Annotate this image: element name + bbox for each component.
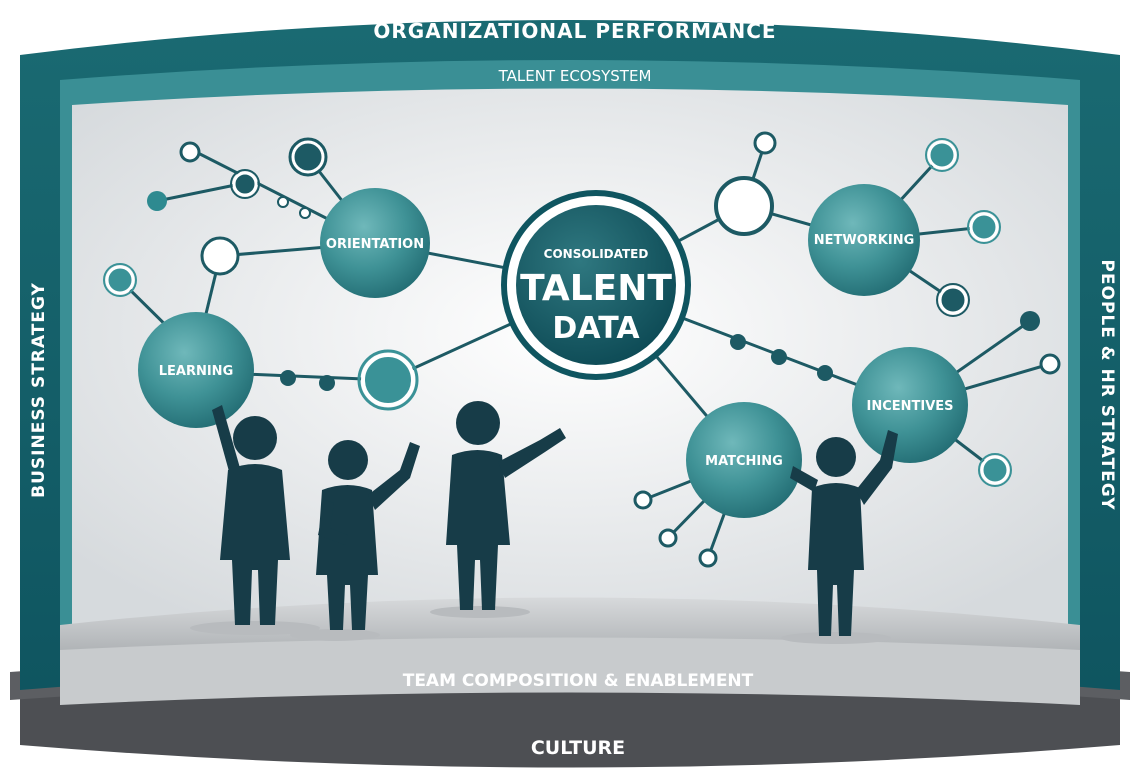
person-figure-2 xyxy=(316,440,420,630)
satellite-node xyxy=(319,375,335,391)
satellite-node xyxy=(291,140,325,174)
satellite-node xyxy=(967,210,1001,244)
satellite-node xyxy=(980,455,1010,485)
satellite-node xyxy=(147,191,167,211)
satellite-node xyxy=(288,137,328,177)
satellite-node xyxy=(978,453,1012,487)
satellite-node xyxy=(925,138,959,172)
satellite-node xyxy=(658,528,678,548)
person-figure-1 xyxy=(212,405,290,625)
inner-banner: TALENT ECOSYSTEM xyxy=(498,67,652,85)
figure-shadow xyxy=(430,606,530,618)
satellite-node xyxy=(730,334,746,350)
satellite-node xyxy=(179,141,201,163)
satellite-node xyxy=(103,263,137,297)
node-networking-label: NETWORKING xyxy=(814,233,915,248)
satellite-node xyxy=(230,169,260,199)
satellite-node xyxy=(936,283,970,317)
satellite-node xyxy=(938,285,968,315)
person-figure-3 xyxy=(446,401,566,610)
satellite-node xyxy=(698,548,718,568)
satellite-node xyxy=(200,236,240,276)
center-node: CONSOLIDATED TALENT DATA xyxy=(501,190,691,380)
satellite-node xyxy=(927,140,957,170)
stage-band xyxy=(60,637,1080,705)
satellite-node xyxy=(753,131,777,155)
person-figure-4 xyxy=(790,430,898,636)
satellite-node xyxy=(714,176,774,236)
right-pillar-label: PEOPLE & HR STRATEGY xyxy=(1097,259,1117,510)
figure-shadow xyxy=(290,629,380,641)
satellite-node xyxy=(361,353,415,407)
figure-shadow xyxy=(190,621,320,635)
node-learning: LEARNING xyxy=(138,312,254,428)
center-line1: CONSOLIDATED xyxy=(544,247,649,261)
node-orientation: ORIENTATION xyxy=(320,188,430,298)
satellite-node xyxy=(1020,311,1040,331)
satellite-node xyxy=(105,265,135,295)
satellite-node xyxy=(633,490,653,510)
satellite-node xyxy=(357,349,419,411)
node-matching-label: MATCHING xyxy=(705,454,783,469)
figure-shadow xyxy=(781,632,891,644)
satellite-node xyxy=(817,365,833,381)
satellite-node xyxy=(969,212,999,242)
node-matching: MATCHING xyxy=(686,402,802,518)
top-banner: ORGANIZATIONAL PERFORMANCE xyxy=(373,19,776,43)
node-learning-label: LEARNING xyxy=(159,364,234,379)
base-label: CULTURE xyxy=(531,737,625,759)
satellite-nodes xyxy=(103,131,1061,568)
center-line2: TALENT xyxy=(520,268,672,309)
stage-label: TEAM COMPOSITION & ENABLEMENT xyxy=(403,671,754,691)
satellite-node xyxy=(299,207,311,219)
node-networking: NETWORKING xyxy=(808,184,920,296)
satellite-node xyxy=(280,370,296,386)
satellite-node xyxy=(1039,353,1061,375)
left-pillar-label: BUSINESS STRATEGY xyxy=(29,282,49,498)
node-orientation-label: ORIENTATION xyxy=(326,237,424,252)
node-incentives: INCENTIVES xyxy=(852,347,968,463)
center-line3: DATA xyxy=(552,311,640,346)
satellite-node xyxy=(277,196,289,208)
node-incentives-label: INCENTIVES xyxy=(866,399,953,414)
satellite-node xyxy=(232,171,258,197)
satellite-node xyxy=(771,349,787,365)
